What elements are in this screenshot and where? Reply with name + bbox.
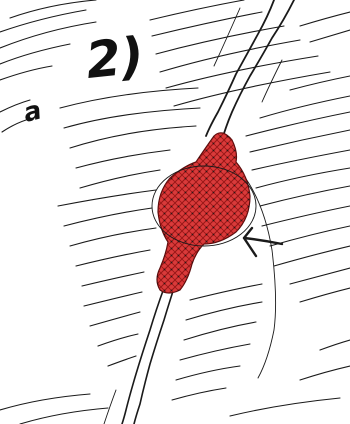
red-lesion [152,133,256,293]
arrow-icon [244,228,282,256]
left-side-label: a [20,95,44,128]
figure-number-label: 2) [83,26,146,90]
